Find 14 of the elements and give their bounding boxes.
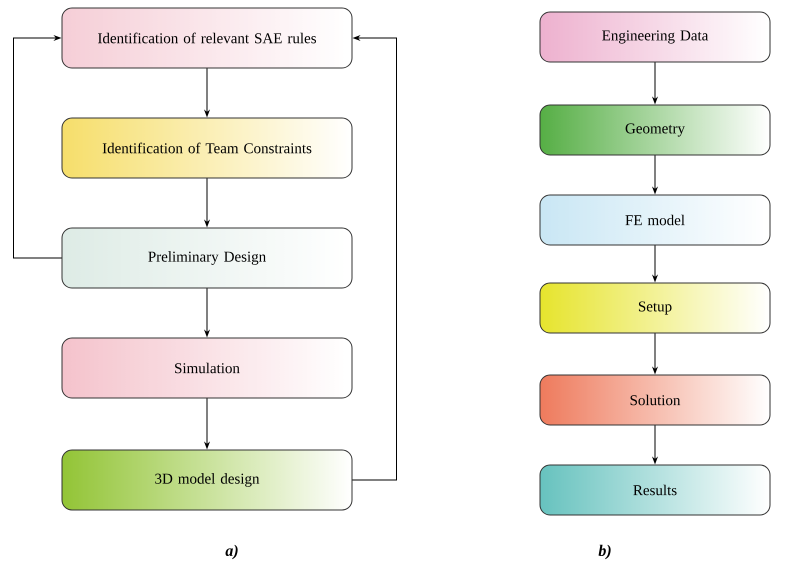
process-box: Engineering Data — [540, 12, 770, 62]
process-box: FE model — [540, 194, 770, 246]
process-box: Simulation — [62, 338, 352, 398]
process-box: Preliminary Design — [62, 228, 352, 288]
process-box: 3D model design — [62, 450, 352, 510]
process-box: Identification of Team Constraints — [62, 118, 352, 178]
panel-label: b) — [598, 544, 611, 560]
process-box: Solution — [540, 374, 770, 426]
process-box: Geometry — [540, 104, 770, 156]
panel-label: a) — [226, 544, 238, 560]
process-box: Setup — [540, 282, 770, 334]
process-box: Identification of relevant SAE rules — [62, 8, 352, 68]
arrow — [13, 34, 62, 258]
process-box: Results — [540, 464, 770, 516]
